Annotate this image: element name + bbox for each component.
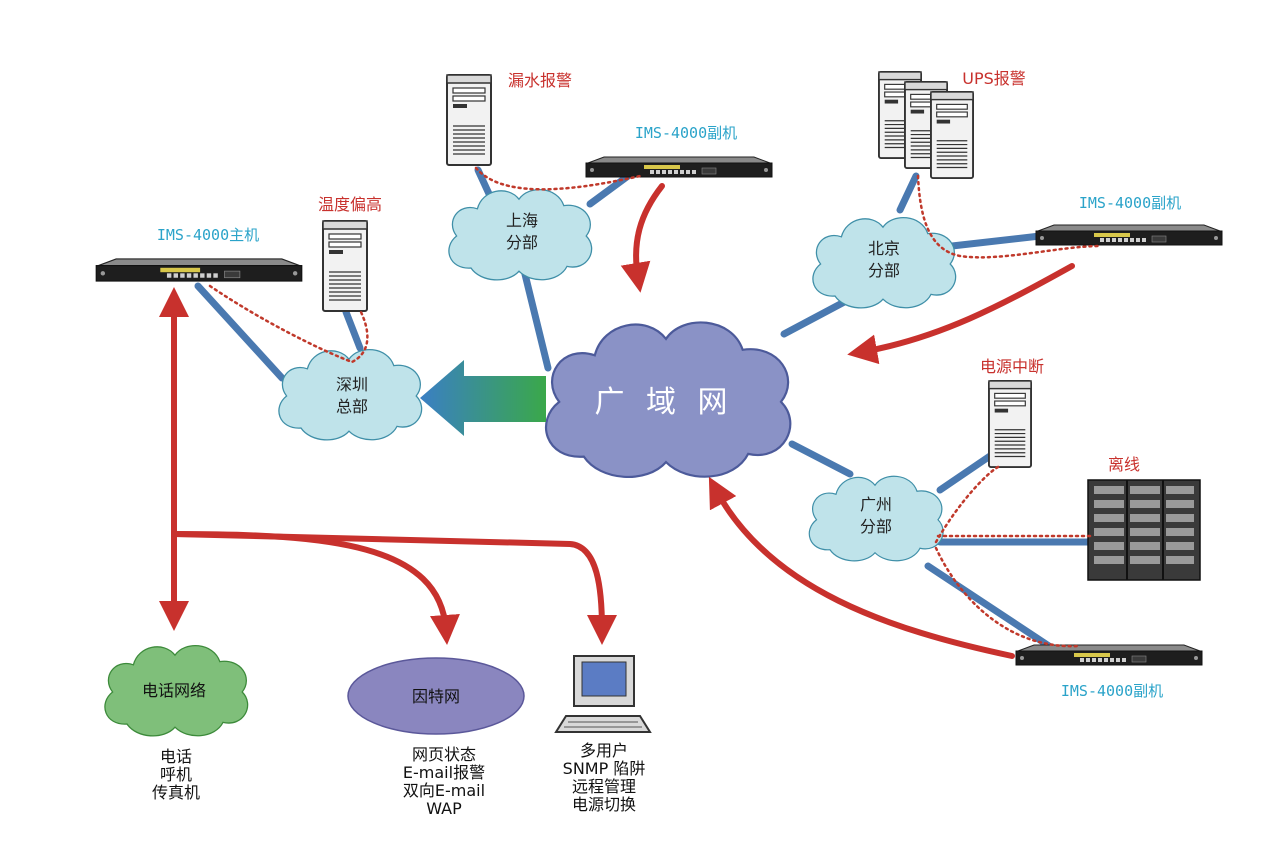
link-shanghai-wan: [518, 258, 552, 372]
arrow-main-to-internet: [171, 531, 460, 645]
phone-network-item-1: 呼机: [160, 765, 192, 784]
shanghai-label-line1: 上海: [506, 211, 538, 230]
hq-cloud: 深圳 总部: [278, 348, 423, 441]
link-ups-beijing: [896, 172, 920, 214]
alarm-ups-label: UPS报警: [962, 69, 1026, 88]
wan-label: 广 域 网: [594, 385, 733, 420]
server-water-leak: 漏水报警: [446, 71, 572, 166]
internet-label: 因特网: [412, 687, 460, 706]
ims-sub-unit-beijing: IMS-4000副机: [1035, 194, 1223, 246]
guangzhou-label-line1: 广州: [860, 495, 892, 514]
alarm-water-leak-label: 漏水报警: [508, 71, 572, 90]
link-sub-guangzhou: [924, 562, 1056, 652]
ims-main-unit-label: IMS-4000主机: [157, 226, 259, 244]
arrow-beijing-to-wan: [847, 263, 1075, 365]
phone-network-item-0: 电话: [160, 747, 192, 766]
dotted-gz-power: [934, 464, 1002, 544]
guangzhou-label-line2: 分部: [860, 517, 892, 536]
ims-sub-guangzhou-label: IMS-4000副机: [1061, 682, 1163, 700]
internet-node: 因特网 网页状态 E-mail报警 双向E-mail WAP: [347, 657, 525, 818]
internet-item-0: 网页状态: [412, 745, 476, 764]
ims-sub-beijing-label: IMS-4000副机: [1079, 194, 1181, 212]
link-temp-server-hq: [342, 308, 364, 352]
beijing-label-line1: 北京: [868, 239, 900, 258]
dotted-gz-sub: [934, 546, 1082, 648]
management-computer: 多用户 SNMP 陷阱 远程管理 电源切换: [554, 655, 652, 814]
link-main-unit-hq: [194, 282, 286, 382]
ims-sub-shanghai-label: IMS-4000副机: [635, 124, 737, 142]
internet-item-2: 双向E-mail: [403, 781, 485, 800]
output-arrows: [159, 287, 617, 645]
hq-label-line2: 总部: [336, 397, 368, 416]
branch-cloud-beijing: 北京 分部: [812, 216, 957, 309]
computer-item-0: 多用户: [580, 741, 628, 760]
phone-network-cloud: 电话网络 电话 呼机 传真机: [104, 644, 249, 802]
arrow-shanghai-to-wan: [620, 183, 665, 293]
alarm-temperature-label: 温度偏高: [318, 195, 382, 214]
link-power-server-guangzhou: [936, 452, 994, 494]
wan-cloud: 广 域 网: [544, 321, 792, 479]
branch-cloud-guangzhou: 广州 分部: [808, 475, 944, 562]
arrow-main-to-computer: [171, 531, 617, 645]
shanghai-label-line2: 分部: [506, 233, 538, 252]
alarm-flow-arrows: [620, 183, 1075, 659]
link-leak-server-shanghai: [474, 166, 494, 200]
computer-item-1: SNMP 陷阱: [563, 759, 646, 778]
ims-sub-unit-shanghai: IMS-4000副机: [585, 124, 773, 178]
phone-network-item-2: 传真机: [152, 783, 200, 802]
alarm-offline-label: 离线: [1108, 455, 1140, 474]
ims-sub-unit-guangzhou: IMS-4000副机: [1015, 644, 1203, 700]
ims-main-unit: IMS-4000主机: [95, 226, 303, 282]
link-wan-beijing: [780, 296, 852, 338]
dotted-shanghai-leak: [474, 166, 642, 191]
dotted-main-to-temp: [208, 284, 369, 364]
internet-item-1: E-mail报警: [403, 763, 485, 782]
computer-item-3: 电源切换: [572, 795, 636, 814]
link-sub-beijing: [948, 232, 1044, 250]
beijing-label-line2: 分部: [868, 261, 900, 280]
dotted-beijing-ups: [916, 174, 1102, 259]
server-ups-group: UPS报警: [878, 69, 1026, 180]
computer-item-2: 远程管理: [572, 777, 636, 796]
internet-item-3: WAP: [426, 799, 462, 818]
hq-label-line1: 深圳: [336, 375, 368, 394]
alarm-power-outage-label: 电源中断: [980, 357, 1044, 376]
wan-to-hq-arrow: [420, 360, 546, 436]
keyboard-icon: [554, 715, 652, 733]
branch-cloud-shanghai: 上海 分部: [448, 188, 593, 281]
link-wan-guangzhou: [788, 440, 854, 478]
monitoring-dotted-lines: [208, 166, 1102, 648]
arrow-guangzhou-to-wan: [708, 476, 1015, 659]
phone-network-label: 电话网络: [142, 681, 206, 700]
server-rack-offline: 离线: [1087, 455, 1201, 581]
server-power-outage: 电源中断: [980, 357, 1044, 469]
network-links: [194, 166, 1092, 652]
server-temperature: 温度偏高: [318, 195, 382, 312]
